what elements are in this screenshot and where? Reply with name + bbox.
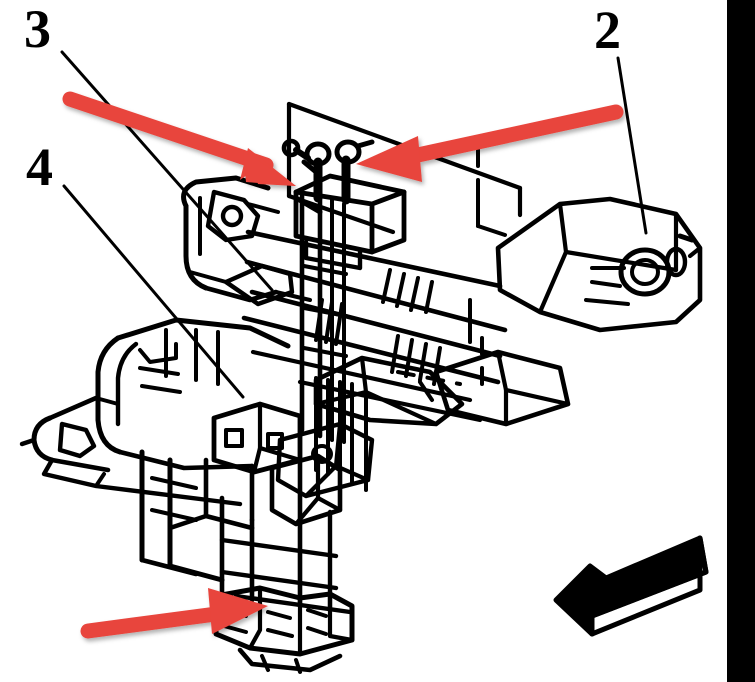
leader-line-3 — [60, 50, 274, 292]
column-stalk-cluster — [281, 138, 375, 215]
annotation-arrow-top-right — [356, 104, 624, 182]
annotation-arrow-bottom — [80, 588, 268, 639]
orientation-arrow — [553, 535, 709, 637]
annotation-arrows — [62, 91, 624, 639]
callout-leader-lines — [60, 50, 648, 399]
right-border-bar — [727, 0, 755, 682]
right-lower-outlet — [433, 349, 571, 427]
left-upper-bracket — [181, 175, 312, 307]
leader-line-2 — [616, 56, 648, 235]
callout-label-4: 4 — [26, 137, 53, 197]
annotation-arrow-top-left — [62, 91, 296, 186]
lower-column-support — [213, 495, 355, 674]
hidden-edge-dashes — [396, 148, 484, 394]
callout-label-2: 2 — [594, 0, 621, 60]
callout-label-3: 3 — [24, 0, 51, 59]
vent-duct-box — [313, 355, 465, 427]
left-lower-strut — [139, 449, 225, 583]
leader-line-4 — [62, 184, 245, 399]
assembly-line-art — [19, 101, 703, 674]
lower-vertical-rods — [314, 376, 368, 492]
